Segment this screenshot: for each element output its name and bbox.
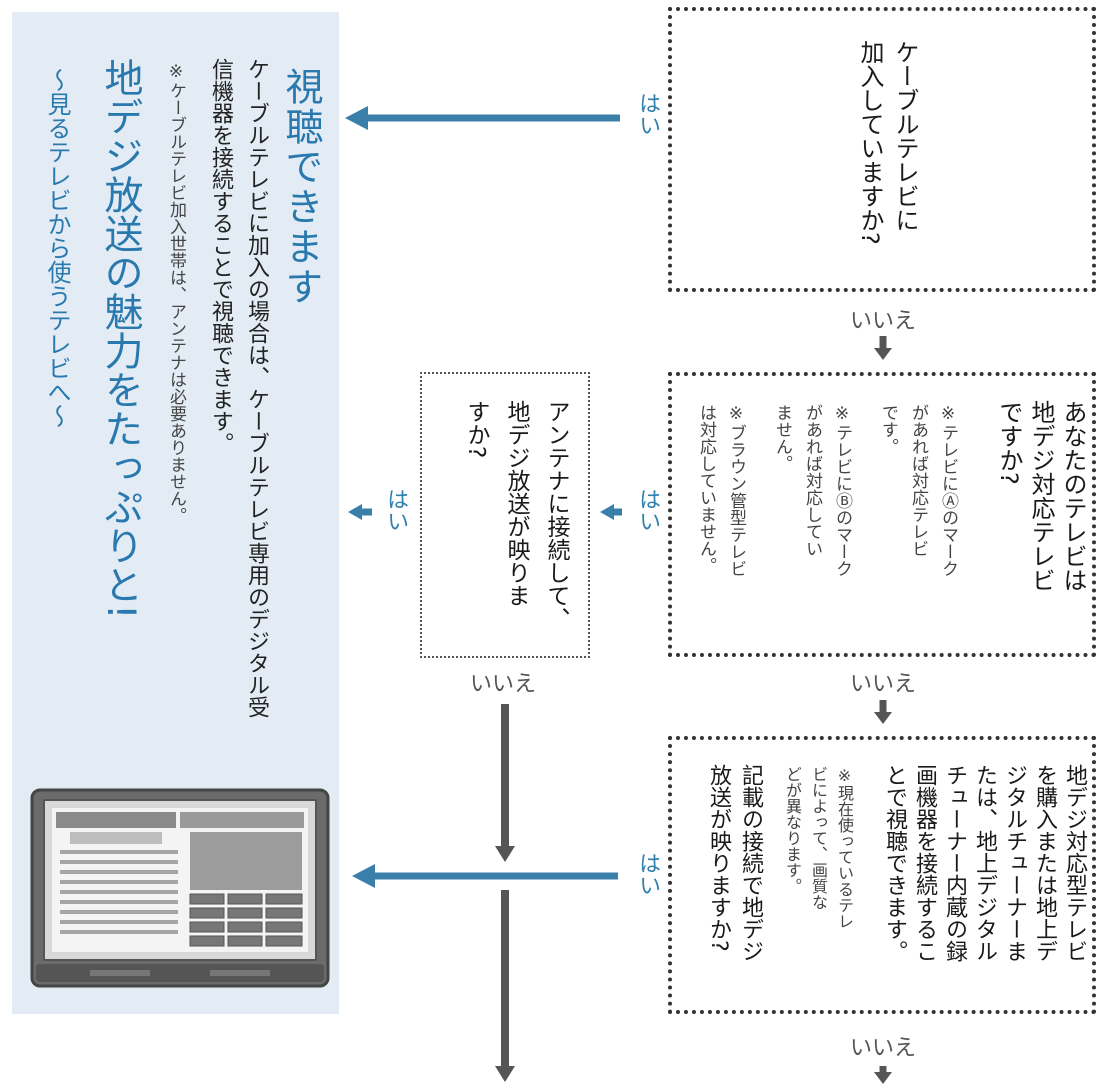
question-connect-main-7: とで視聴できます。 [882, 764, 907, 962]
panel-title: 視聴できます [279, 67, 323, 307]
label-no-1: いいえ [850, 309, 917, 334]
question-tv-box [668, 372, 1096, 657]
question-connect-main-2: を購入または地上デ [1032, 764, 1057, 962]
question-connect-main-3: ジタルチューナーま [1002, 764, 1027, 962]
question-connect-q-1: 記載の接続で地デジ [738, 764, 763, 962]
question-antenna-box [420, 372, 590, 658]
panel-body: ケーブルテレビに加入の場合は、ケーブルテレビ専用のデジタル受信機器を接続すること… [208, 58, 269, 718]
question-connect-note-1: ※現在使っているテレ [835, 766, 854, 929]
label-no-2: いいえ [850, 672, 917, 697]
question-tv-note-b-2: があれば対応してい [802, 404, 822, 557]
panel-subline: 〜見るテレビから使うテレビへ〜 [43, 68, 71, 428]
question-connect-main-6: 画機器を接続するこ [912, 764, 937, 962]
question-tv-note-b-3: ません。 [772, 404, 792, 472]
panel-note: ※ケーブルテレビ加入世帯は、アンテナは必要ありません。 [166, 62, 186, 524]
panel-headline: 地デジ放送の魅力をたっぷりと! [98, 58, 143, 620]
question-tv-note-a-3: です。 [878, 404, 898, 455]
question-tv-main-3: ですか? [995, 400, 1023, 485]
question-connect-box [668, 736, 1096, 1014]
result-panel: 視聴できます ケーブルテレビに加入の場合は、ケーブルテレビ専用のデジタル受信機器… [12, 12, 339, 1014]
question-tv-note-a-2: があれば対応テレビ [908, 404, 928, 557]
question-connect-note-3: どが異なります。 [783, 766, 802, 894]
label-yes-1: はい [635, 92, 661, 136]
question-cable-text-1: ケーブルテレビに [891, 40, 919, 232]
question-tv-note-b-1: ※テレビにⒷのマーク [832, 404, 852, 577]
question-antenna-text-2: 地デジ放送が映りま [503, 400, 529, 607]
label-no-4: いいえ [850, 1036, 917, 1061]
question-connect-main-1: 地デジ対応型テレビ [1062, 764, 1087, 962]
label-yes-3: はい [383, 488, 409, 532]
question-antenna-text-3: すか? [463, 400, 489, 459]
question-cable-box [668, 7, 1096, 292]
question-tv-note-c-2: は対応していません。 [696, 404, 716, 574]
label-no-3: いいえ [470, 672, 537, 697]
question-connect-q-2: 放送が映りますか? [706, 764, 731, 952]
label-yes-4: はい [635, 852, 661, 896]
question-tv-main-2: 地デジ対応テレビ [1027, 400, 1055, 592]
television-icon [30, 788, 330, 988]
question-connect-note-2: ビによって、画質な [809, 766, 828, 910]
question-antenna-text-1: アンテナに接続して、 [543, 400, 569, 630]
question-tv-main-1: あなたのテレビは [1059, 400, 1087, 592]
label-yes-2: はい [635, 488, 661, 532]
question-tv-note-c-1: ※ブラウン管型テレビ [726, 404, 746, 577]
question-tv-note-a-1: ※テレビにⒶのマーク [938, 404, 958, 577]
question-connect-main-4: たは、地上デジタル [972, 764, 997, 962]
question-connect-main-5: チューナー内蔵の録 [942, 764, 967, 962]
question-cable-text-2: 加入していますか? [856, 40, 884, 245]
